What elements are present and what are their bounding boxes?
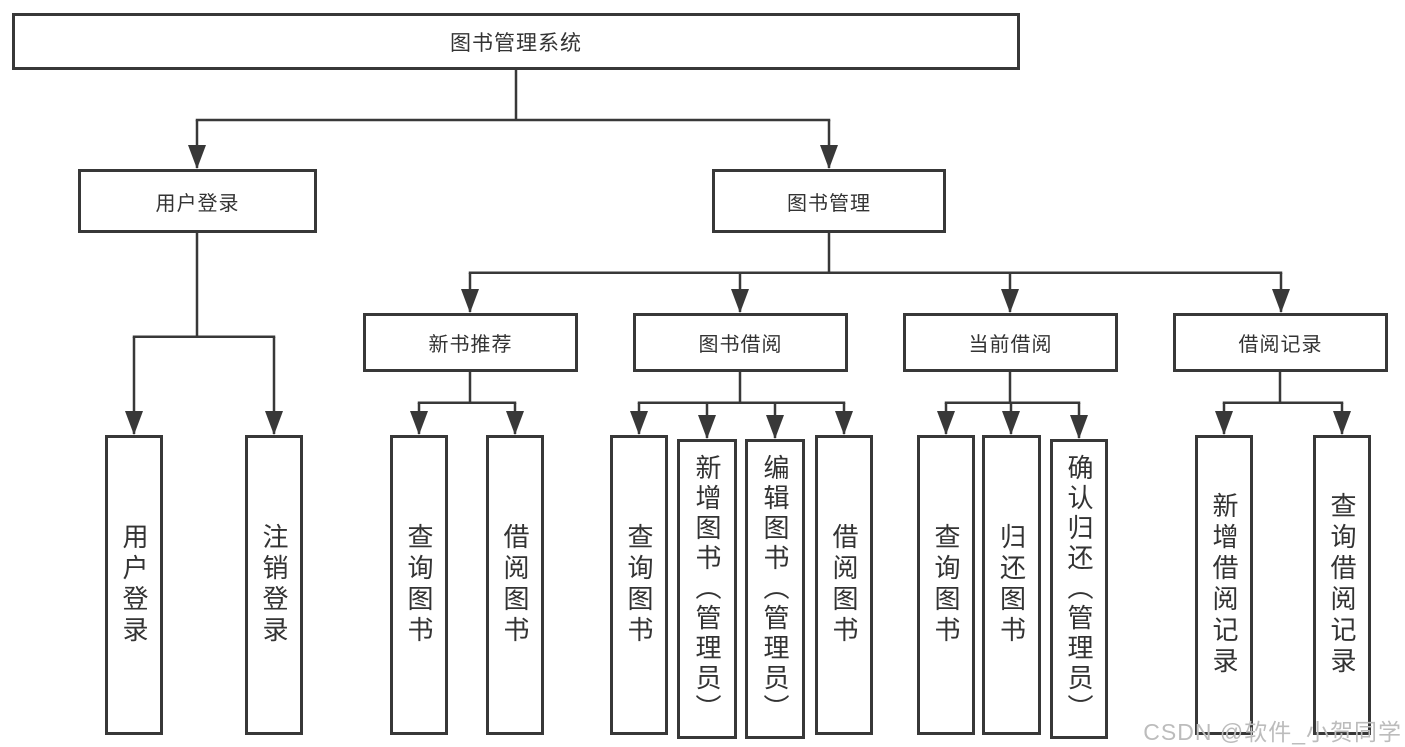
leaf-return-books: 归还图书 bbox=[982, 435, 1041, 735]
leaf-user-login: 用户登录 bbox=[105, 435, 163, 735]
node-library-management-system: 图书管理系统 bbox=[12, 13, 1020, 70]
node-borrowing-records: 借阅记录 bbox=[1173, 313, 1388, 372]
leaf-borrow-books-recommend: 借阅图书 bbox=[486, 435, 544, 735]
leaf-edit-book-admin: 编辑图书（管理员） bbox=[745, 439, 805, 739]
node-book-borrowing: 图书借阅 bbox=[633, 313, 848, 372]
leaf-logout: 注销登录 bbox=[245, 435, 303, 735]
node-new-book-recommendation: 新书推荐 bbox=[363, 313, 578, 372]
leaf-query-books-borrowing: 查询图书 bbox=[610, 435, 668, 735]
leaf-query-books-current: 查询图书 bbox=[917, 435, 975, 735]
csdn-watermark: CSDN @软件_小贺同学 bbox=[1143, 719, 1402, 745]
leaf-query-borrow-record: 查询借阅记录 bbox=[1313, 435, 1371, 735]
node-current-borrowing: 当前借阅 bbox=[903, 313, 1118, 372]
leaf-add-borrow-record: 新增借阅记录 bbox=[1195, 435, 1253, 735]
node-user-login: 用户登录 bbox=[78, 169, 317, 233]
leaf-confirm-return-admin: 确认归还（管理员） bbox=[1050, 439, 1108, 739]
leaf-add-book-admin: 新增图书（管理员） bbox=[677, 439, 737, 739]
node-book-management: 图书管理 bbox=[712, 169, 946, 233]
leaf-query-books-recommend: 查询图书 bbox=[390, 435, 448, 735]
leaf-borrow-books-borrowing: 借阅图书 bbox=[815, 435, 873, 735]
